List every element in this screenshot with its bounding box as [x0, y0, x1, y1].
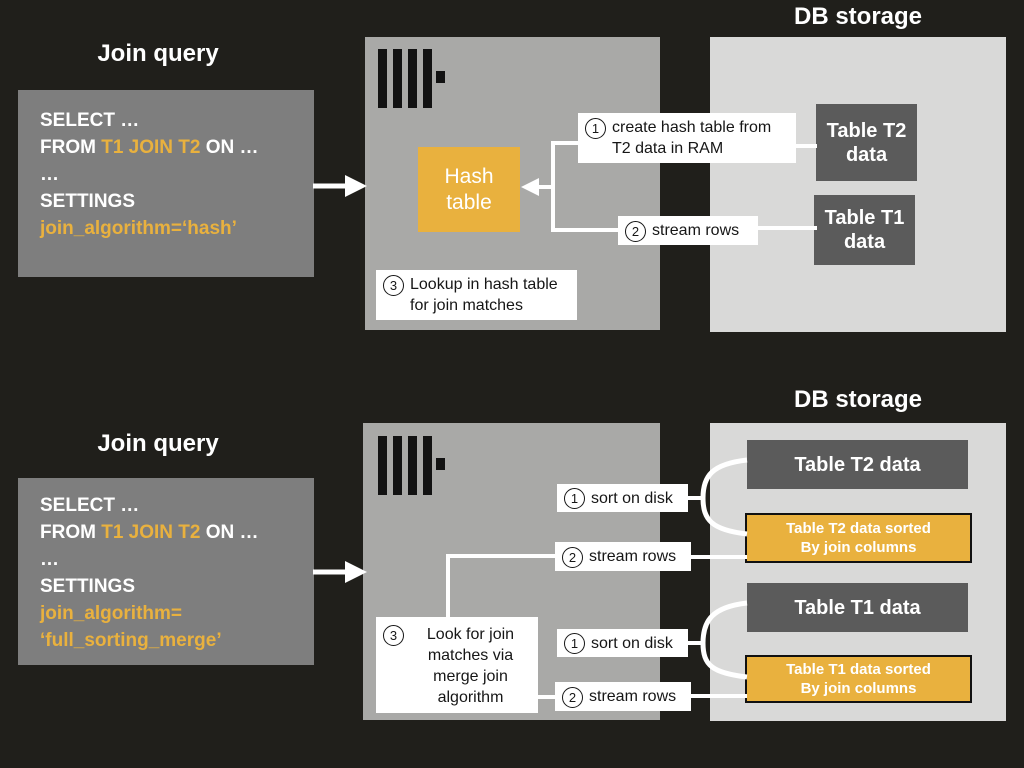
top-query-arrowhead-icon [345, 175, 367, 197]
step-2-icon: 2 [562, 546, 583, 568]
top-db-storage-box [710, 37, 1006, 332]
top-query-box: SELECT … FROM T1 JOIN T2 ON … … SETTINGS… [18, 90, 314, 277]
bottom-join-query-title: Join query [97, 430, 219, 457]
clickhouse-logo-icon [378, 49, 448, 109]
sql-line-ellipsis: … [40, 549, 59, 570]
bottom-table-t2-box: Table T2 data [747, 440, 968, 489]
annotation-stream-rows-t1: 2 stream rows [555, 682, 691, 711]
bottom-table-t1-box: Table T1 data [747, 583, 968, 632]
step-3-icon: 3 [383, 625, 404, 646]
sql-line-select: SELECT … [40, 495, 140, 516]
sql-join-highlight: T1 JOIN T2 [101, 522, 201, 543]
sql-line-from: FROM T1 JOIN T2 ON … [40, 137, 259, 158]
step-3-icon: 3 [383, 275, 404, 296]
top-table-t1-box: Table T1 data [814, 195, 915, 265]
bottom-db-storage-title: DB storage [793, 386, 923, 413]
top-table-t2-label: Table T2 data [826, 119, 907, 166]
hash-table-label: Hash table [444, 164, 494, 214]
t1-sorted-line1: Table T1 data sorted [786, 661, 931, 678]
top-join-query-title: Join query [97, 40, 219, 67]
step-1-icon: 1 [585, 118, 606, 139]
t2-sorted-line1: Table T2 data sorted [786, 520, 931, 537]
t1-sorted-line2: By join columns [800, 680, 917, 697]
annotation-create-hash-table: 1 create hash table from T2 data in RAM [578, 113, 796, 163]
annotation-stream-rows-t2: 2 stream rows [555, 542, 691, 571]
sql-line-ellipsis: … [40, 164, 59, 185]
top-db-storage-title: DB storage [793, 3, 923, 30]
sql-line-algorithm: join_algorithm= [40, 603, 182, 624]
bottom-table-t1-label: Table T1 data [794, 596, 921, 619]
annotation-lookup-hash-table: 3 Lookup in hash table for join matches [376, 270, 577, 320]
annotation-sort-on-disk-t2: 1 sort on disk [557, 484, 688, 512]
sql-line-from: FROM T1 JOIN T2 ON … [40, 522, 259, 543]
sql-line-settings: SETTINGS [40, 576, 136, 597]
step-1-icon: 1 [564, 488, 585, 509]
clickhouse-logo-icon [378, 436, 448, 496]
bottom-table-t2-label: Table T2 data [794, 453, 921, 476]
sql-line-select: SELECT … [40, 110, 140, 131]
t2-sorted-line2: By join columns [800, 539, 917, 556]
step-1-icon: 1 [564, 633, 585, 654]
top-table-t2-box: Table T2 data [816, 104, 917, 181]
sql-line-algorithm-value: ‘full_sorting_merge’ [40, 630, 222, 651]
annotation-sort-on-disk-t1: 1 sort on disk [557, 629, 688, 657]
annotation-stream-rows-top: 2 stream rows [618, 216, 758, 245]
annotation-merge-join: 3 Look for join matches via merge join a… [376, 617, 538, 713]
hash-table-box: Hash table [418, 147, 520, 232]
bottom-table-t2-sorted-box: Table T2 data sorted By join columns [745, 513, 972, 563]
sql-join-highlight: T1 JOIN T2 [101, 137, 201, 158]
bottom-query-box: SELECT … FROM T1 JOIN T2 ON … … SETTINGS… [18, 478, 314, 665]
step-2-icon: 2 [625, 220, 646, 242]
step-2-icon: 2 [562, 686, 583, 708]
sql-line-algorithm: join_algorithm=‘hash’ [40, 218, 237, 239]
sql-line-settings: SETTINGS [40, 191, 136, 212]
bottom-table-t1-sorted-box: Table T1 data sorted By join columns [745, 655, 972, 703]
top-table-t1-label: Table T1 data [824, 207, 905, 253]
